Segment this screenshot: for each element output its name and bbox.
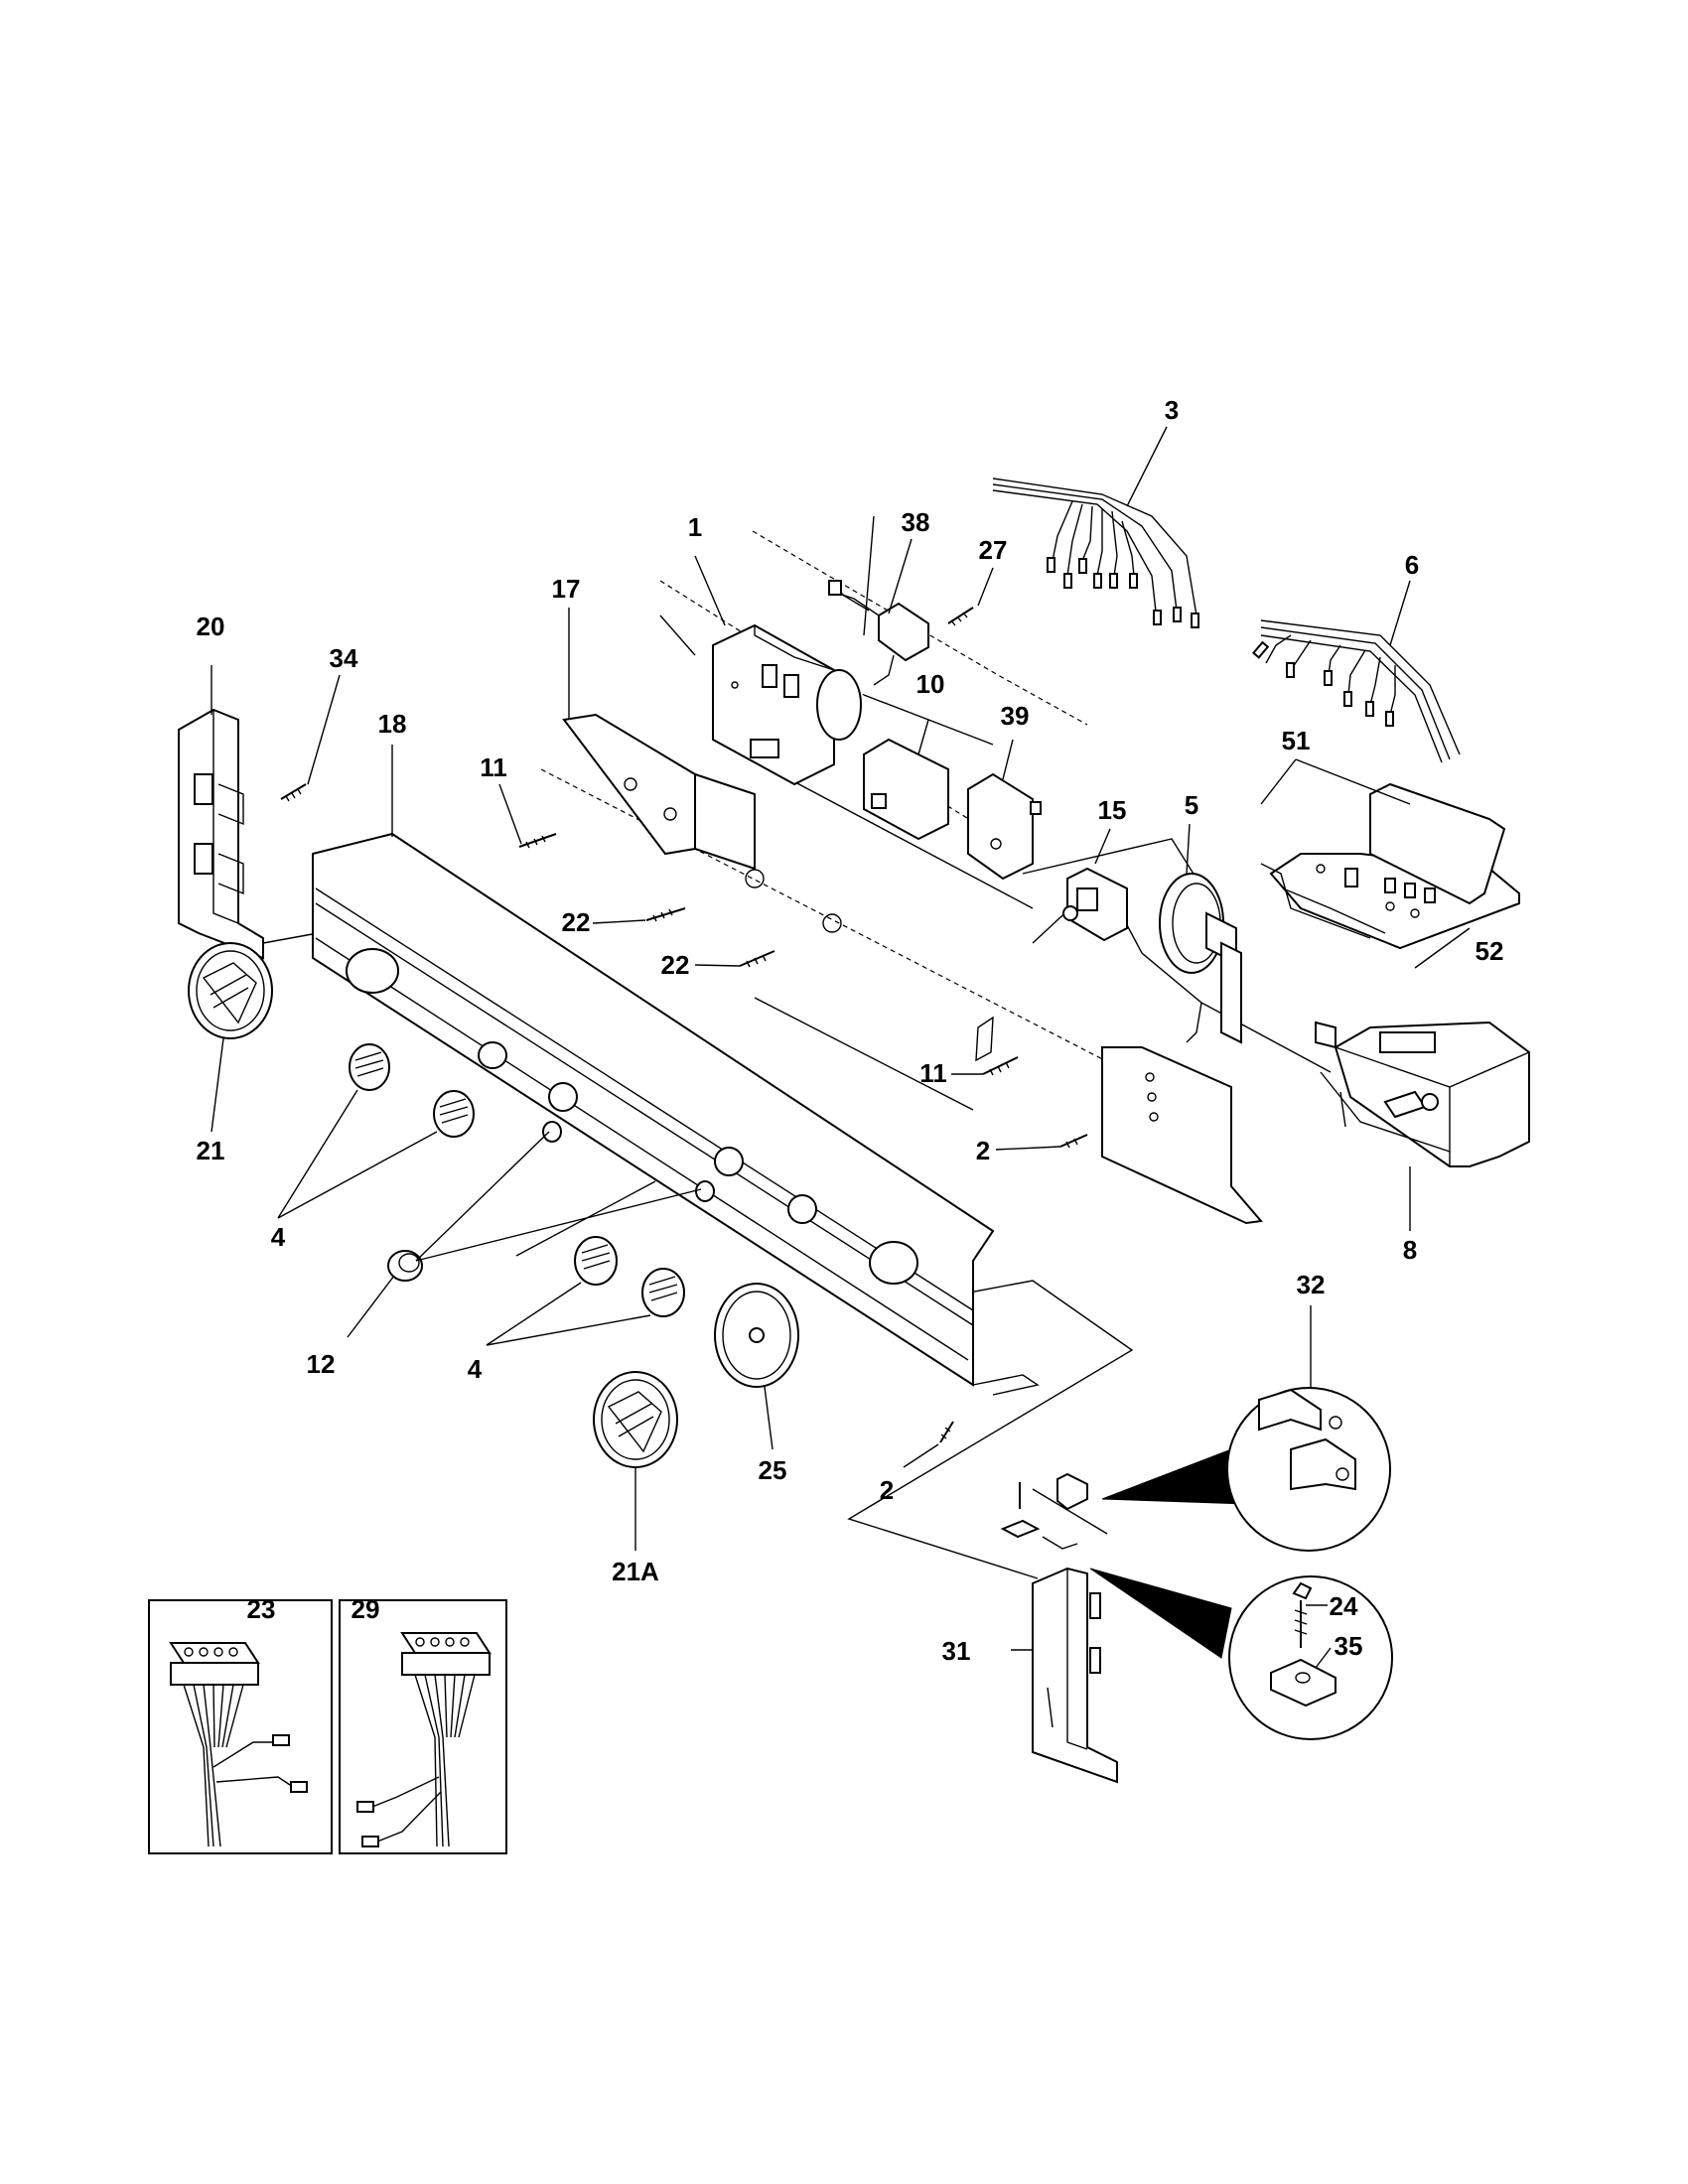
screw-22b [739, 950, 775, 968]
callout-3: 3 [1165, 395, 1179, 425]
callout-11a: 11 [480, 752, 507, 782]
callout-labels: 1 3 6 38 27 17 20 34 18 10 39 51 11 15 5… [197, 395, 1504, 1666]
motor-assembly-8 [1315, 1021, 1530, 1167]
callout-38: 38 [902, 507, 930, 537]
callout-18: 18 [378, 709, 407, 739]
callout-35: 35 [1335, 1631, 1363, 1661]
callout-22b: 22 [661, 950, 690, 980]
wire-harness-6 [1252, 619, 1461, 763]
callout-1: 1 [688, 512, 702, 542]
callout-34: 34 [330, 643, 358, 673]
pressure-switch-5 [1159, 873, 1242, 1044]
callout-51: 51 [1282, 726, 1311, 755]
screw-22a [645, 907, 686, 922]
callout-31: 31 [942, 1636, 971, 1666]
inset-box-29 [339, 1599, 507, 1854]
callout-4a: 4 [271, 1222, 286, 1252]
detail-pointers [1089, 1448, 1247, 1659]
switch-39 [967, 772, 1042, 881]
callout-21A: 21A [612, 1557, 659, 1586]
screw-34 [280, 783, 307, 802]
screw-27 [947, 607, 974, 626]
callout-27: 27 [979, 535, 1008, 565]
callout-20: 20 [197, 612, 225, 641]
dial-25 [714, 1283, 799, 1388]
screw-2a [1059, 1134, 1088, 1149]
clip-part [1000, 1472, 1088, 1550]
timer-part [712, 623, 862, 786]
filter-38 [828, 580, 929, 686]
callout-29: 29 [352, 1594, 380, 1624]
leader-lines [211, 426, 1471, 1669]
wire-harness-3 [992, 478, 1199, 628]
switch-part [863, 738, 949, 841]
callout-22a: 22 [562, 907, 591, 937]
callout-39: 39 [1001, 701, 1030, 731]
push-button-12 [387, 1250, 423, 1282]
knob-4d [641, 1268, 685, 1317]
selector-switch-15 [1062, 867, 1128, 942]
end-cap-20 [178, 708, 264, 960]
knob-4a [349, 1043, 390, 1091]
screw-11a [518, 833, 557, 849]
callout-10: 10 [916, 669, 945, 699]
mounting-bracket [562, 713, 1263, 1225]
callout-11b: 11 [919, 1058, 947, 1088]
callout-2b: 2 [880, 1475, 894, 1505]
callout-15: 15 [1098, 795, 1127, 825]
callout-6: 6 [1405, 550, 1419, 580]
callout-24: 24 [1330, 1591, 1358, 1621]
screw-11b [982, 1056, 1019, 1076]
knob-4c [574, 1236, 618, 1286]
callout-32: 32 [1297, 1270, 1326, 1299]
callout-21: 21 [197, 1136, 225, 1165]
detail-circle-32 [1226, 1387, 1391, 1552]
knob-21 [188, 942, 273, 1039]
inset-box-23 [148, 1599, 333, 1854]
callout-17: 17 [552, 574, 581, 604]
knob-4b [433, 1090, 475, 1138]
callout-5: 5 [1185, 790, 1198, 820]
callout-25: 25 [759, 1455, 787, 1485]
detail-circle-24-35 [1228, 1575, 1393, 1740]
control-board [1260, 782, 1520, 950]
callout-23: 23 [247, 1594, 276, 1624]
knob-21A [593, 1371, 678, 1468]
callout-8: 8 [1403, 1235, 1417, 1265]
callout-12: 12 [307, 1349, 336, 1379]
callout-4b: 4 [468, 1354, 483, 1384]
callout-2a: 2 [976, 1136, 990, 1165]
side-bracket-31 [1032, 1567, 1118, 1784]
callout-52: 52 [1476, 936, 1504, 966]
screw-2b [939, 1421, 954, 1443]
